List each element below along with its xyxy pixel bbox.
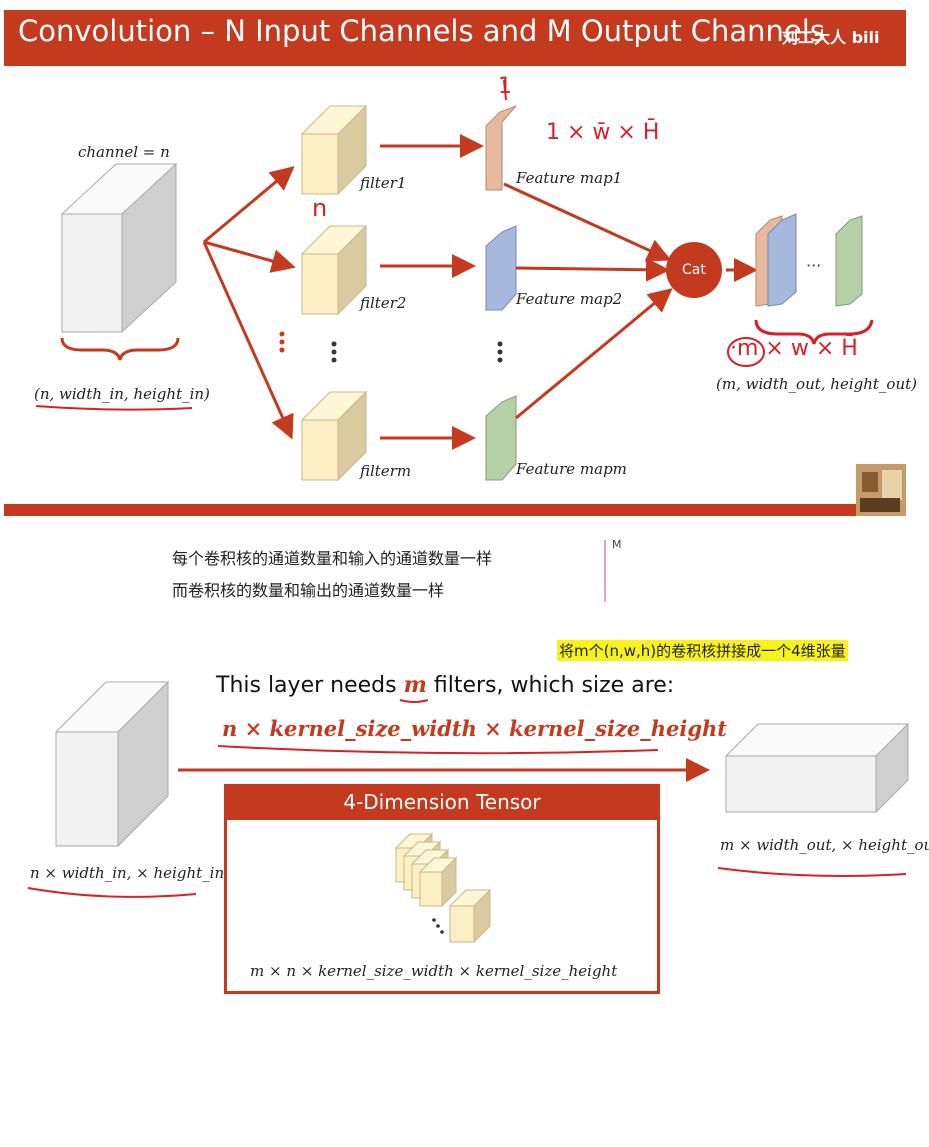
filter-cube [300,224,368,316]
output-map-m [835,215,863,307]
channel-label: channel = n [78,143,170,161]
hand-note-dims: 1 × w̄ × H̄ [546,120,660,145]
m-circle [727,337,765,367]
highlight-note: 将m个(n,w,h)的卷积核拼接成一个4维张量 [557,640,848,661]
output-volume-label: m × width_out, × height_out [720,836,929,854]
input-underline [35,405,193,411]
feature-map-2 [485,225,517,311]
formula-underline [217,745,659,755]
filter-cube [300,104,368,196]
input-cube [60,162,178,334]
feature-map-label-m: Feature mapm [516,460,627,478]
output-dots: ··· [806,256,822,275]
feature-map-label-2: Feature map2 [516,290,623,308]
tensor-diagram [27,680,910,944]
feature-map-1 [485,105,517,191]
filter-label-2: filter2 [360,294,407,312]
filter-label-1: filter1 [360,174,407,192]
stacked-filter-cubes [394,832,492,944]
vertical-dots [331,341,503,363]
hand-note-n: n [312,194,328,222]
note-line-2: 而卷积核的数量和输出的通道数量一样 [172,581,445,600]
tensor-box-title: 4-Dimension Tensor [224,784,660,820]
input-label-underline [27,887,197,898]
input-brace [60,337,180,361]
tensor-shape-formula: m × n × kernel_size_width × kernel_size_… [250,962,618,980]
note-side-mark: M [612,538,622,551]
slide1-bottom-bar [4,504,906,516]
slide-title: Convolution – N Input Channels and M Out… [18,14,825,48]
output-volume-cuboid [724,722,910,814]
input-volume-label: n × width_in, × height_in [30,864,225,882]
filter-cube [300,390,368,482]
hand-tick [503,79,507,101]
filters-needed-text: This layer needs m filters, which size a… [216,672,675,698]
cat-label: Cat [682,262,706,278]
input-volume-cube [54,680,170,848]
output-shape-label: (m, width_out, height_out) [716,375,917,393]
input-shape-label: (n, width_in, height_in) [34,385,210,403]
m-underline [399,699,429,703]
cat-node [666,242,722,298]
filter-size-formula: n × kernel_size_width × kernel_size_heig… [222,716,728,741]
convolution-diagram [4,79,906,516]
input-arrows [202,166,296,440]
output-map-2 [767,213,797,307]
bilibili-watermark: 刘二大人 bili [782,28,880,47]
feature-map-m [485,395,517,481]
output-label-underline [717,867,907,877]
video-thumbnail [856,464,906,516]
cat-arrows [503,182,673,420]
filter-label-m: filterm [360,462,412,480]
output-brace [754,319,874,345]
note-side-bar [604,540,606,602]
vertical-dots-red [279,331,285,353]
note-line-1: 每个卷积核的通道数量和输入的通道数量一样 [172,549,493,568]
slide-title-bar [4,10,906,66]
hand-note-1: 1 [498,74,512,99]
hand-note-output: ·m × w × H̄ [730,336,858,361]
filter-arrows [380,134,484,450]
feature-map-label-1: Feature map1 [516,169,623,187]
